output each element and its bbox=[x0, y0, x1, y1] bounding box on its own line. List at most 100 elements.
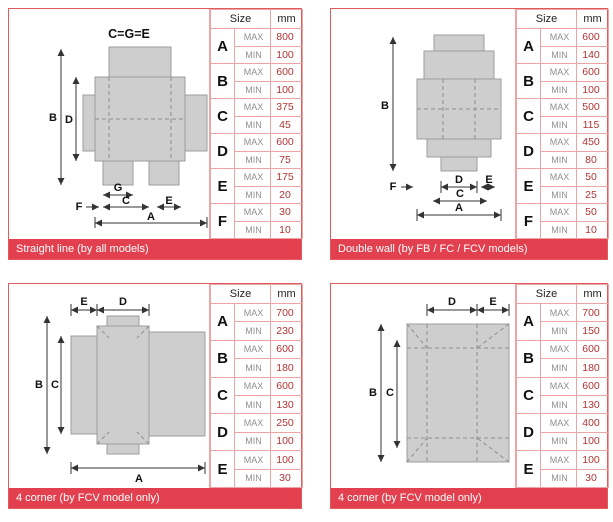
four-corner-diagram: E D B C A bbox=[9, 284, 209, 488]
max-label: MAX bbox=[234, 28, 271, 47]
max-label: MAX bbox=[540, 133, 577, 152]
max-label: MAX bbox=[234, 413, 271, 433]
min-label: MIN bbox=[540, 394, 577, 415]
right-foot bbox=[148, 160, 180, 186]
dim-f-label: F bbox=[390, 181, 397, 193]
middle-column bbox=[96, 325, 150, 445]
dim-b-label: B bbox=[369, 387, 377, 399]
max-label: MAX bbox=[540, 98, 577, 117]
max-value: 600 bbox=[576, 63, 609, 82]
max-value: 600 bbox=[576, 28, 609, 47]
min-label: MIN bbox=[540, 150, 577, 169]
max-value: 600 bbox=[270, 376, 303, 396]
min-value: 30 bbox=[576, 468, 609, 489]
size-letter: E bbox=[516, 168, 541, 204]
min-label: MIN bbox=[234, 431, 271, 452]
size-letter: D bbox=[516, 413, 541, 452]
min-label: MIN bbox=[234, 150, 271, 169]
max-label: MAX bbox=[234, 203, 271, 222]
min-label: MIN bbox=[234, 394, 271, 415]
dim-c-label: C bbox=[51, 379, 59, 391]
dim-b-label: B bbox=[49, 112, 57, 124]
min-value: 30 bbox=[270, 468, 303, 489]
min-label: MIN bbox=[540, 115, 577, 134]
straight-line-diagram: C=G=E B D G C E F bbox=[9, 9, 209, 239]
mm-header: mm bbox=[576, 284, 609, 304]
max-label: MAX bbox=[540, 376, 577, 396]
min-label: MIN bbox=[234, 185, 271, 204]
top-flap bbox=[108, 46, 172, 78]
min-label: MIN bbox=[234, 115, 271, 134]
min-label: MIN bbox=[540, 468, 577, 489]
min-label: MIN bbox=[540, 321, 577, 341]
panel-caption: 4 corner (by FCV model only) bbox=[9, 488, 301, 508]
max-label: MAX bbox=[234, 302, 271, 323]
max-label: MAX bbox=[234, 339, 271, 360]
mm-header: mm bbox=[270, 9, 303, 29]
max-value: 600 bbox=[270, 63, 303, 82]
min-value: 150 bbox=[576, 321, 609, 341]
dim-d-label: D bbox=[119, 296, 127, 308]
min-value: 100 bbox=[270, 45, 303, 64]
dim-a-label: A bbox=[455, 202, 463, 214]
dim-e-label: E bbox=[485, 174, 492, 186]
dim-d-label: D bbox=[455, 174, 463, 186]
min-label: MIN bbox=[540, 80, 577, 99]
max-value: 100 bbox=[270, 450, 303, 470]
dim-b-label: B bbox=[35, 379, 43, 391]
max-value: 375 bbox=[270, 98, 303, 117]
size-letter: A bbox=[516, 303, 541, 341]
min-value: 130 bbox=[576, 394, 609, 415]
size-letter: D bbox=[210, 133, 235, 169]
size-letter: E bbox=[210, 168, 235, 204]
mm-header: mm bbox=[576, 9, 609, 29]
size-letter: E bbox=[210, 450, 235, 488]
left-foot bbox=[102, 160, 134, 186]
size-letter: A bbox=[210, 303, 235, 341]
dim-c-label: C bbox=[122, 195, 130, 207]
right-block bbox=[148, 331, 206, 437]
size-letter: B bbox=[210, 63, 235, 99]
max-label: MAX bbox=[540, 302, 577, 323]
dim-d-label: D bbox=[65, 114, 73, 126]
dim-c-label: C bbox=[386, 387, 394, 399]
size-letter: E bbox=[516, 450, 541, 488]
max-label: MAX bbox=[234, 450, 271, 470]
max-value: 600 bbox=[576, 339, 609, 360]
min-value: 20 bbox=[270, 185, 303, 204]
min-label: MIN bbox=[234, 45, 271, 64]
dim-g-label: G bbox=[114, 182, 123, 194]
bottom-notch bbox=[106, 443, 140, 455]
min-value: 230 bbox=[270, 321, 303, 341]
dim-a-label: A bbox=[135, 473, 143, 485]
top-notch bbox=[106, 315, 140, 327]
min-label: MIN bbox=[234, 321, 271, 341]
top-tab bbox=[433, 34, 485, 52]
box-blank-drawing: B F D E C A bbox=[381, 34, 502, 221]
dim-e-label: E bbox=[165, 195, 172, 207]
size-header: Size bbox=[516, 284, 577, 304]
size-letter: B bbox=[210, 339, 235, 378]
max-value: 700 bbox=[576, 302, 609, 323]
min-label: MIN bbox=[540, 358, 577, 378]
min-label: MIN bbox=[234, 80, 271, 99]
max-label: MAX bbox=[234, 133, 271, 152]
max-label: MAX bbox=[540, 63, 577, 82]
size-letter: C bbox=[210, 376, 235, 415]
max-label: MAX bbox=[540, 168, 577, 187]
max-value: 50 bbox=[576, 168, 609, 187]
min-value: 80 bbox=[576, 150, 609, 169]
min-value: 100 bbox=[576, 80, 609, 99]
size-letter: B bbox=[516, 63, 541, 99]
max-value: 400 bbox=[576, 413, 609, 433]
dim-e-label: E bbox=[80, 296, 87, 308]
box-blank-drawing: D E B C bbox=[369, 296, 510, 463]
size-header: Size bbox=[516, 9, 577, 29]
min-label: MIN bbox=[540, 185, 577, 204]
max-value: 450 bbox=[576, 133, 609, 152]
min-value: 100 bbox=[270, 80, 303, 99]
left-wing bbox=[82, 94, 96, 152]
min-label: MIN bbox=[234, 220, 271, 239]
max-value: 600 bbox=[576, 376, 609, 396]
